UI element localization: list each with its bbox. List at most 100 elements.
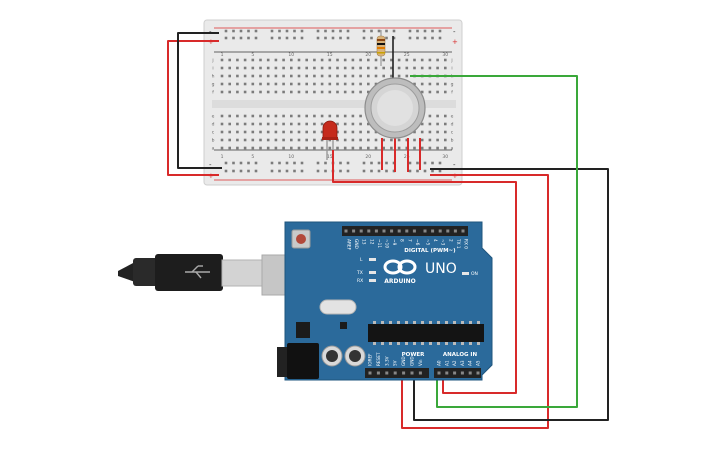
breadboard-hole[interactable] [444,82,447,86]
rail-hole[interactable] [324,161,327,165]
rail-hole[interactable] [270,36,274,40]
power-pin-hole[interactable] [393,371,397,375]
rail-hole[interactable] [346,29,350,33]
rail-hole[interactable] [423,36,427,40]
rail-hole[interactable] [346,169,350,173]
breadboard-hole[interactable] [359,90,362,94]
breadboard-hole[interactable] [367,82,370,86]
rail-hole[interactable] [431,29,434,33]
digital-pin-hole[interactable] [431,229,435,233]
rail-hole[interactable] [270,161,274,165]
breadboard-hole[interactable] [282,66,285,70]
breadboard-hole[interactable] [351,146,355,150]
breadboard-hole[interactable] [259,122,262,126]
breadboard-hole[interactable] [343,114,347,118]
rail-hole[interactable] [224,29,228,33]
breadboard-hole[interactable] [259,74,262,78]
breadboard-hole[interactable] [290,114,293,118]
breadboard-hole[interactable] [336,146,339,150]
breadboard-hole[interactable] [228,146,231,150]
rail-hole[interactable] [408,169,412,173]
breadboard-hole[interactable] [305,90,308,94]
breadboard-hole[interactable] [266,130,270,134]
breadboard-hole[interactable] [367,90,370,94]
breadboard-hole[interactable] [397,138,401,142]
breadboard-hole[interactable] [320,82,324,86]
rail-hole[interactable] [416,36,419,40]
rail-hole[interactable] [239,36,243,40]
breadboard-hole[interactable] [374,138,378,142]
breadboard-hole[interactable] [282,130,285,134]
breadboard-hole[interactable] [243,90,247,94]
breadboard-hole[interactable] [428,66,432,70]
breadboard-hole[interactable] [320,66,324,70]
breadboard-hole[interactable] [420,58,424,62]
rail-hole[interactable] [232,29,235,33]
breadboard-hole[interactable] [328,82,332,86]
breadboard-hole[interactable] [305,82,308,86]
analog-pin-hole[interactable] [445,371,449,375]
breadboard-hole[interactable] [351,66,355,70]
breadboard-hole[interactable] [374,146,378,150]
breadboard-hole[interactable] [251,146,255,150]
breadboard-hole[interactable] [290,58,293,62]
rail-hole[interactable] [232,36,235,40]
breadboard-hole[interactable] [274,74,278,78]
breadboard-hole[interactable] [397,66,401,70]
breadboard-hole[interactable] [382,146,385,150]
rail-hole[interactable] [293,29,296,33]
breadboard-hole[interactable] [290,130,293,134]
breadboard-hole[interactable] [236,114,239,118]
breadboard-hole[interactable] [343,146,347,150]
breadboard-hole[interactable] [374,58,378,62]
breadboard-hole[interactable] [243,122,247,126]
breadboard-hole[interactable] [282,90,285,94]
rail-hole[interactable] [431,169,434,173]
breadboard-hole[interactable] [297,130,301,134]
breadboard-hole[interactable] [305,130,308,134]
digital-pin-hole[interactable] [423,229,427,233]
rail-hole[interactable] [300,29,304,33]
usb-cable[interactable] [118,254,289,296]
rail-hole[interactable] [392,36,396,40]
breadboard-hole[interactable] [313,122,316,126]
breadboard-hole[interactable] [390,74,393,78]
rail-hole[interactable] [438,36,442,40]
rail-hole[interactable] [285,161,289,165]
breadboard-hole[interactable] [243,146,247,150]
power-pin-hole[interactable] [410,371,414,375]
breadboard-hole[interactable] [428,146,432,150]
breadboard-hole[interactable] [428,82,432,86]
digital-pin-hole[interactable] [352,229,356,233]
rail-hole[interactable] [285,29,289,33]
breadboard-hole[interactable] [274,58,278,62]
rail-hole[interactable] [339,161,342,165]
breadboard-hole[interactable] [436,90,439,94]
breadboard-hole[interactable] [282,82,285,86]
breadboard-hole[interactable] [405,138,409,142]
breadboard-hole[interactable] [343,58,347,62]
breadboard-hole[interactable] [220,90,224,94]
breadboard-hole[interactable] [420,122,424,126]
breadboard-hole[interactable] [359,146,362,150]
breadboard-hole[interactable] [320,114,324,118]
breadboard-hole[interactable] [428,122,432,126]
rail-hole[interactable] [278,169,281,173]
breadboard-hole[interactable] [259,138,262,142]
breadboard-hole[interactable] [413,130,416,134]
breadboard-hole[interactable] [290,146,293,150]
breadboard-hole[interactable] [290,74,293,78]
rail-hole[interactable] [385,169,388,173]
breadboard-hole[interactable] [274,114,278,118]
breadboard-hole[interactable] [228,114,231,118]
breadboard-hole[interactable] [397,58,401,62]
rail-hole[interactable] [377,169,381,173]
rail-hole[interactable] [370,161,373,165]
rail-hole[interactable] [239,29,243,33]
breadboard-hole[interactable] [328,90,332,94]
rail-hole[interactable] [362,161,366,165]
breadboard-hole[interactable] [251,90,255,94]
rail-hole[interactable] [239,161,243,165]
breadboard-hole[interactable] [220,146,224,150]
breadboard-hole[interactable] [259,66,262,70]
